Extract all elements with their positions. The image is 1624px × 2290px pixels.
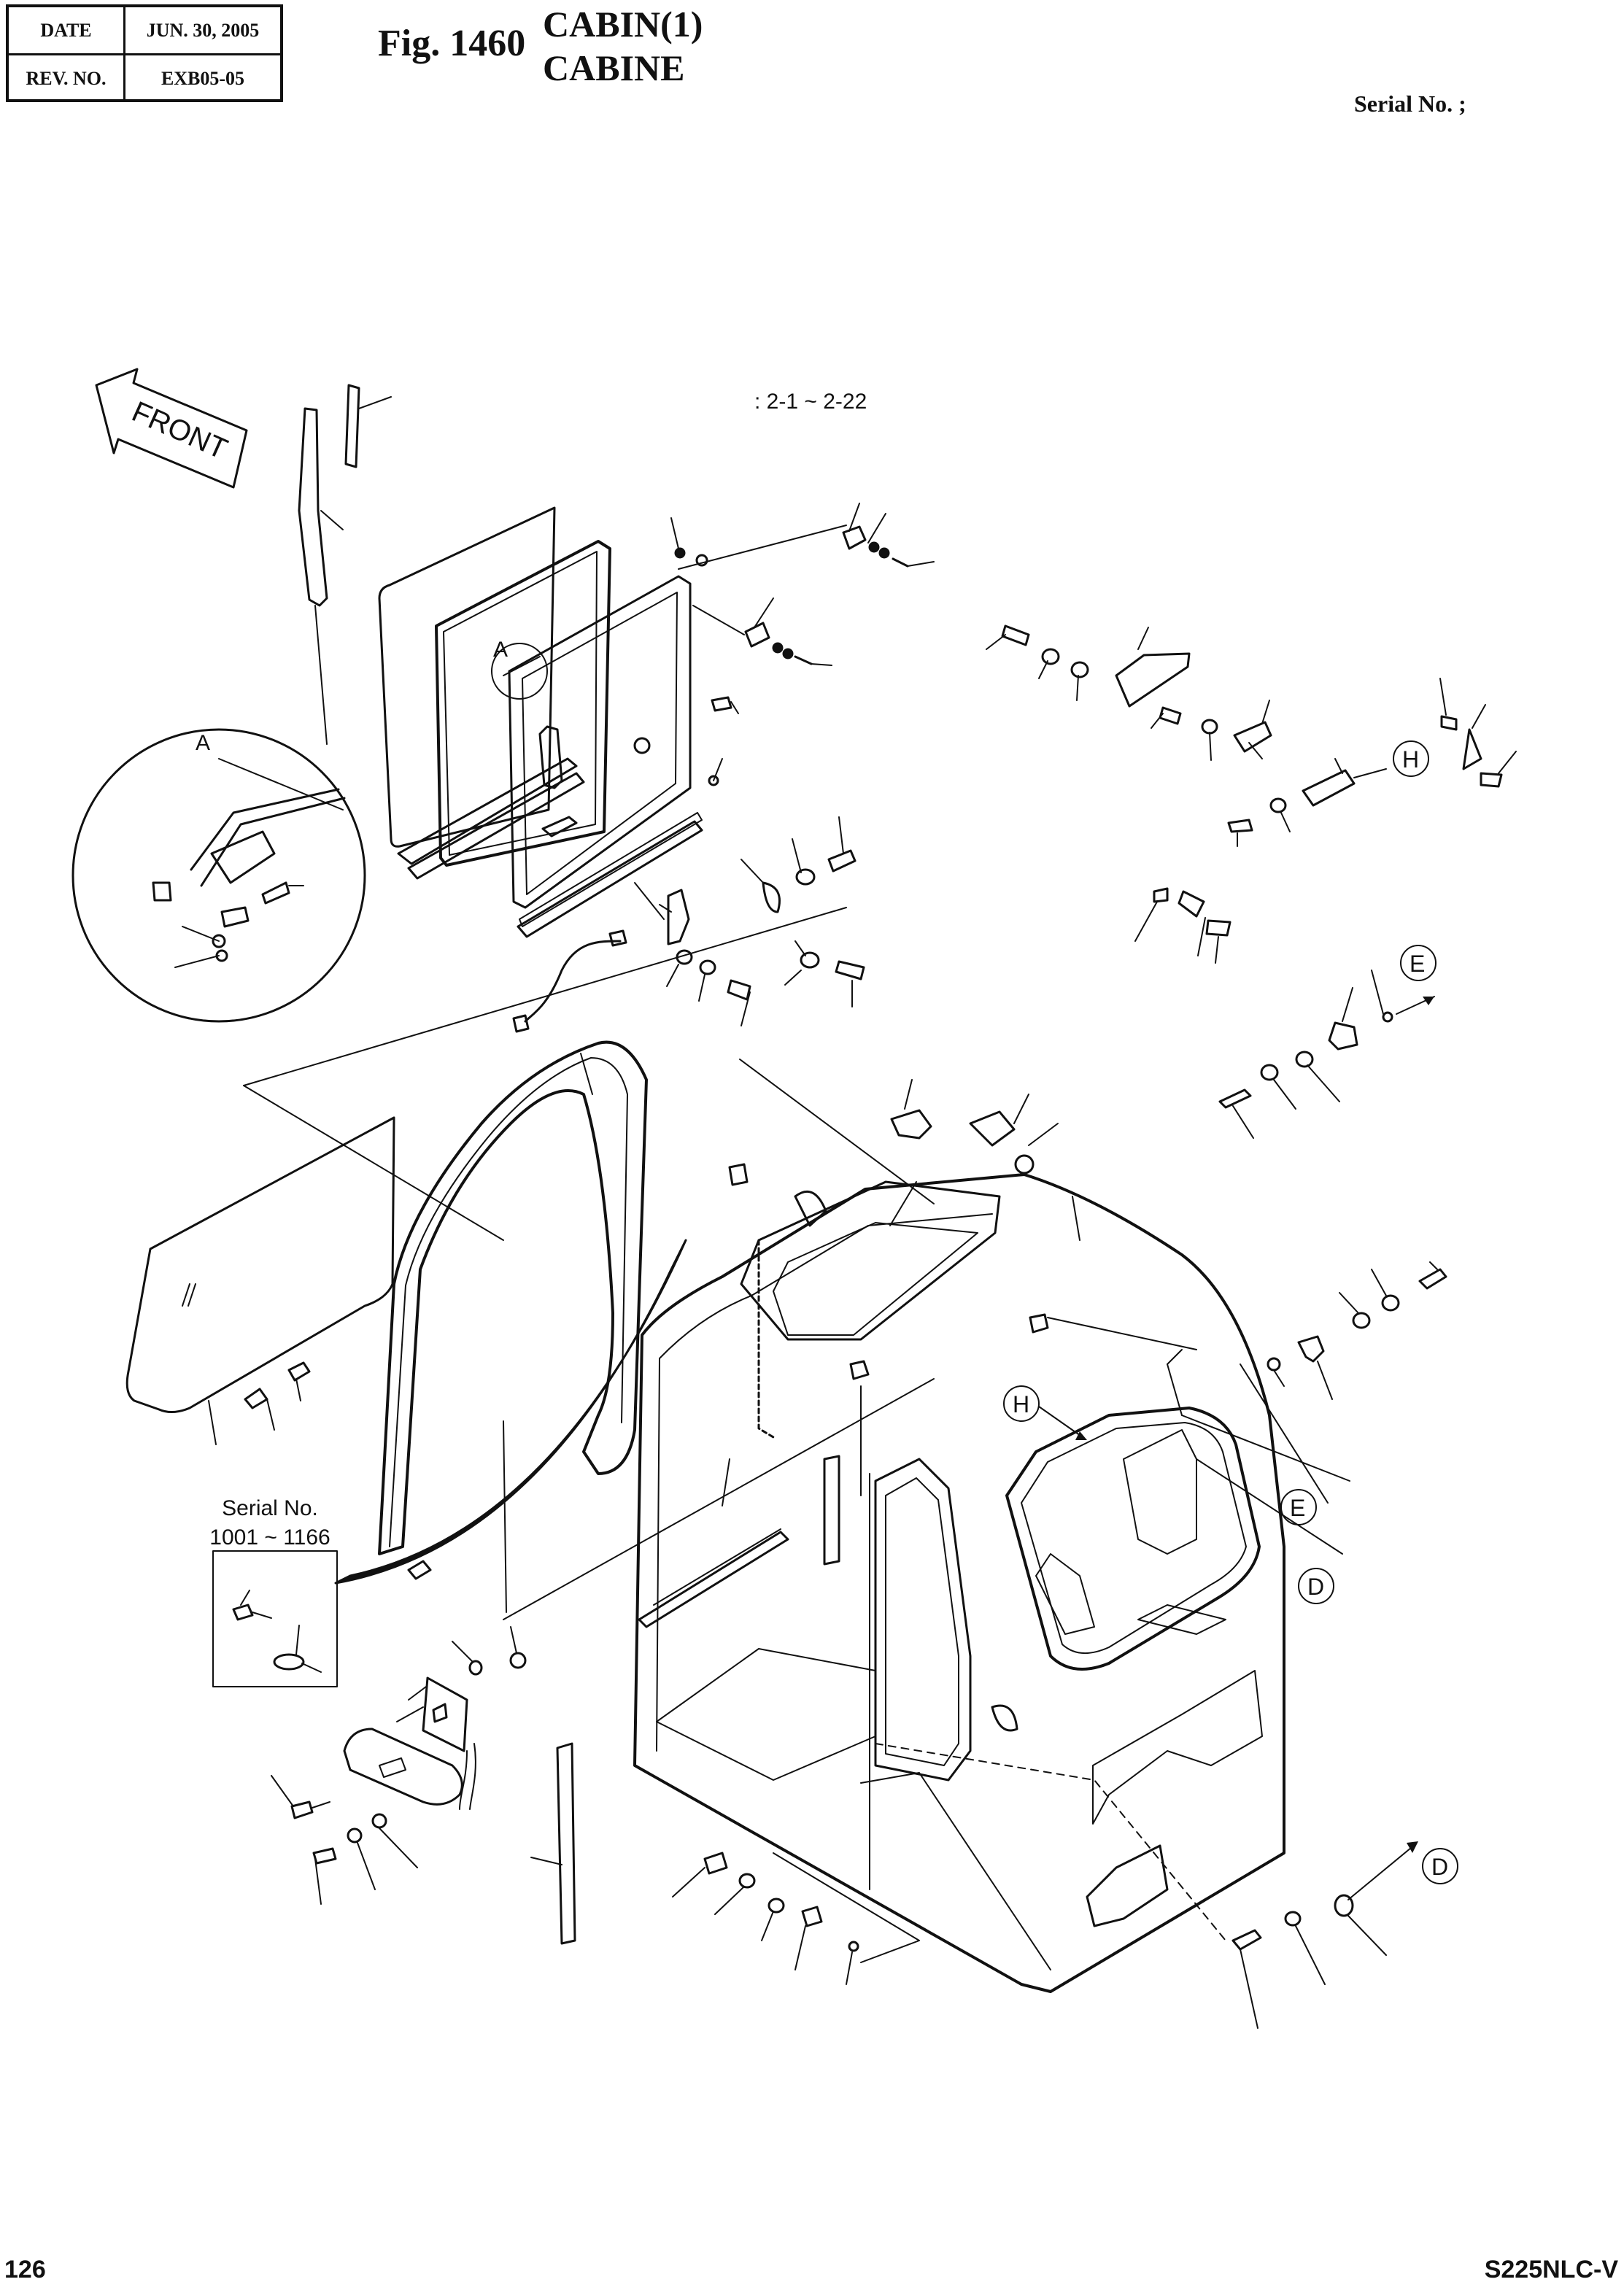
serial-variant-line1: Serial No. [222, 1496, 318, 1520]
date-label: DATE [9, 7, 125, 53]
svg-text:D: D [1431, 1854, 1448, 1880]
front-arrow: FRONT [95, 368, 248, 489]
right-hardware [1167, 1261, 1447, 1555]
svg-text:E: E [1410, 951, 1425, 977]
callout-e-mid: E [1280, 1489, 1317, 1525]
front-window-assembly: A [378, 506, 703, 938]
figure-number: Fig. 1460 [378, 23, 526, 64]
striker-hardware [741, 816, 865, 1007]
serial-number-label: Serial No. ; [1354, 90, 1466, 117]
callout-d-bottom: D [1422, 1848, 1458, 1884]
wiper-assembly [298, 384, 392, 745]
front-arrow-label: FRONT [127, 395, 232, 465]
svg-text:E: E [1290, 1495, 1305, 1521]
d-hardware [1231, 1841, 1418, 2029]
svg-text:D: D [1307, 1574, 1324, 1600]
range-note: : 2-1 ~ 2-22 [754, 390, 867, 414]
revision-table: DATE JUN. 30, 2005 REV. NO. EXB05-05 [6, 4, 283, 102]
callout-markers: H E E H D D [1003, 740, 1458, 1884]
model-code: S225NLC-V [1484, 2256, 1618, 2283]
callout-d-mid: D [1298, 1568, 1334, 1604]
callout-e-top: E [1400, 945, 1437, 981]
upper-hardware [633, 503, 935, 786]
figure-title: CABIN(1) [543, 4, 703, 45]
clip-hardware [1134, 887, 1231, 964]
leader-lines [243, 907, 935, 1613]
cabin-body [633, 1079, 1285, 1993]
lock-and-cable [512, 882, 751, 1033]
door-glass [125, 1116, 395, 1445]
seal-strip [530, 1742, 576, 1945]
detail-a-circle: A [71, 728, 366, 1023]
bottom-hardware [672, 1852, 920, 1985]
right-upper-hardware [986, 624, 1517, 847]
callout-h-top: H [1393, 740, 1429, 777]
serial-variant-label: Serial No. 1001 ~ 1166 [182, 1494, 357, 1552]
e-hardware [1218, 970, 1435, 1139]
detail-a-label: A [196, 731, 210, 755]
svg-text:H: H [1013, 1391, 1029, 1417]
rev-label: REV. NO. [9, 55, 125, 101]
door-seal [334, 1040, 687, 1585]
svg-text:H: H [1402, 746, 1419, 773]
figure-title-alt: CABINE [543, 47, 685, 88]
detail-a-marker: A [493, 638, 508, 662]
lower-left-hardware [271, 1378, 935, 1905]
page-number: 126 [4, 2256, 46, 2283]
serial-variant-box [212, 1550, 338, 1687]
rev-value: EXB05-05 [161, 67, 245, 89]
serial-variant-line2: 1001 ~ 1166 [209, 1525, 330, 1550]
callout-h-mid: H [1003, 1385, 1087, 1440]
date-value: JUN. 30, 2005 [146, 19, 260, 41]
